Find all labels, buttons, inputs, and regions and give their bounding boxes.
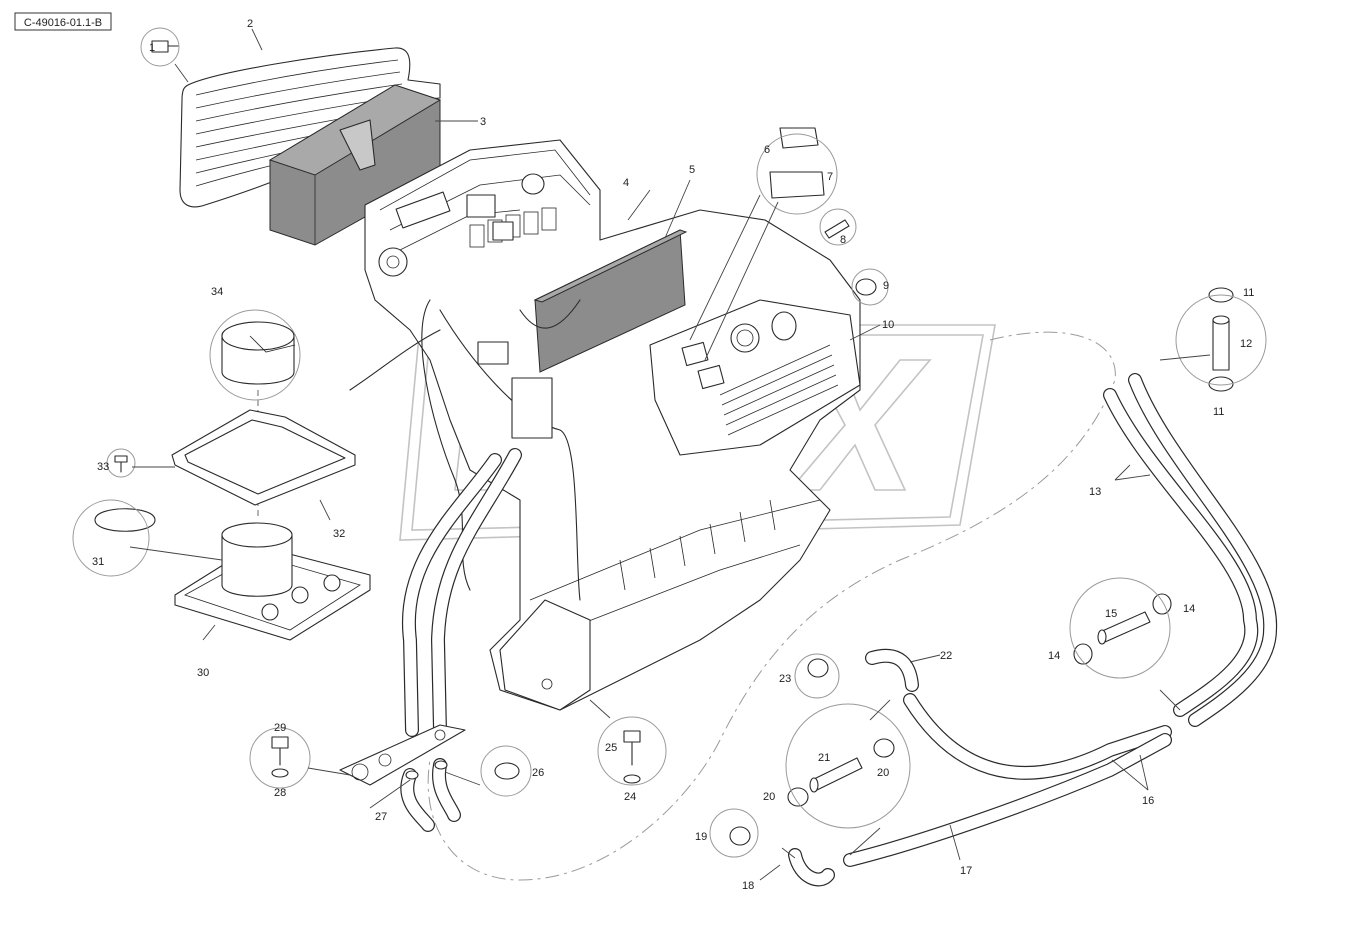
callout-13: 13 [1089,486,1101,498]
callout-2: 2 [247,18,253,30]
coolant-pipes [401,448,522,737]
seal-ring-part [221,321,296,385]
heater-base-part [174,522,371,641]
callout-4: 4 [623,177,629,189]
large-hoses-13 [1103,373,1278,727]
callout-20-right: 20 [877,767,889,779]
drawing-ref-text: C-49016-01.1-B [24,17,102,29]
hose-bend-22 [865,648,919,692]
connector-tube-12 [1212,315,1230,371]
callout-30: 30 [197,667,209,679]
callout-6: 6 [764,144,770,156]
callout-26: 26 [532,767,544,779]
callout-18: 18 [742,880,754,892]
callout-10: 10 [882,319,894,331]
callout-1: 1 [149,42,155,54]
callout-11-top: 11 [1243,287,1254,299]
callout-9: 9 [883,280,889,292]
cabin-filter-part [533,229,688,373]
callout-5: 5 [689,164,695,176]
pipe-stubs-part [400,758,461,832]
heater-housing-part [364,139,861,711]
callout-34: 34 [211,286,223,298]
callout-circles [72,27,1267,858]
callout-16: 16 [1142,795,1154,807]
routing-centerline [427,331,1116,881]
connector-tube-15 [1097,611,1151,645]
callout-15: 15 [1105,608,1117,620]
callout-25: 25 [605,742,617,754]
callout-17: 17 [960,865,972,877]
callout-29: 29 [274,722,286,734]
hose-clamps [494,278,1234,846]
callout-11-bottom: 11 [1213,406,1224,418]
callout-8: 8 [840,234,846,246]
long-hoses-16-17 [843,693,1172,867]
pipe-flange-plate [339,724,466,786]
callout-33: 33 [97,461,109,473]
callout-24: 24 [624,791,636,803]
filter-element-part [268,84,442,246]
callout-21: 21 [818,752,830,764]
gasket-part [171,409,356,506]
hose-bend-18 [788,848,835,887]
callout-14-left: 14 [1048,650,1060,662]
leader-lines [129,28,1211,881]
small-hardware [94,40,850,784]
callout-32: 32 [333,528,345,540]
drawing-ref-box: C-49016-01.1-B [14,12,112,31]
callout-labels: 1 2 3 4 5 6 7 8 9 10 11 11 12 13 14 14 1… [92,18,1254,892]
callout-7: 7 [827,171,833,183]
callout-12: 12 [1240,338,1252,350]
callout-28: 28 [274,787,286,799]
callout-20-left: 20 [763,791,775,803]
callout-22: 22 [940,650,952,662]
callout-19: 19 [695,831,707,843]
callout-3: 3 [480,116,486,128]
connector-tube-21 [809,757,863,793]
callout-23: 23 [779,673,791,685]
callout-31: 31 [92,556,104,568]
callout-27: 27 [375,811,387,823]
callout-14-right: 14 [1183,603,1195,615]
